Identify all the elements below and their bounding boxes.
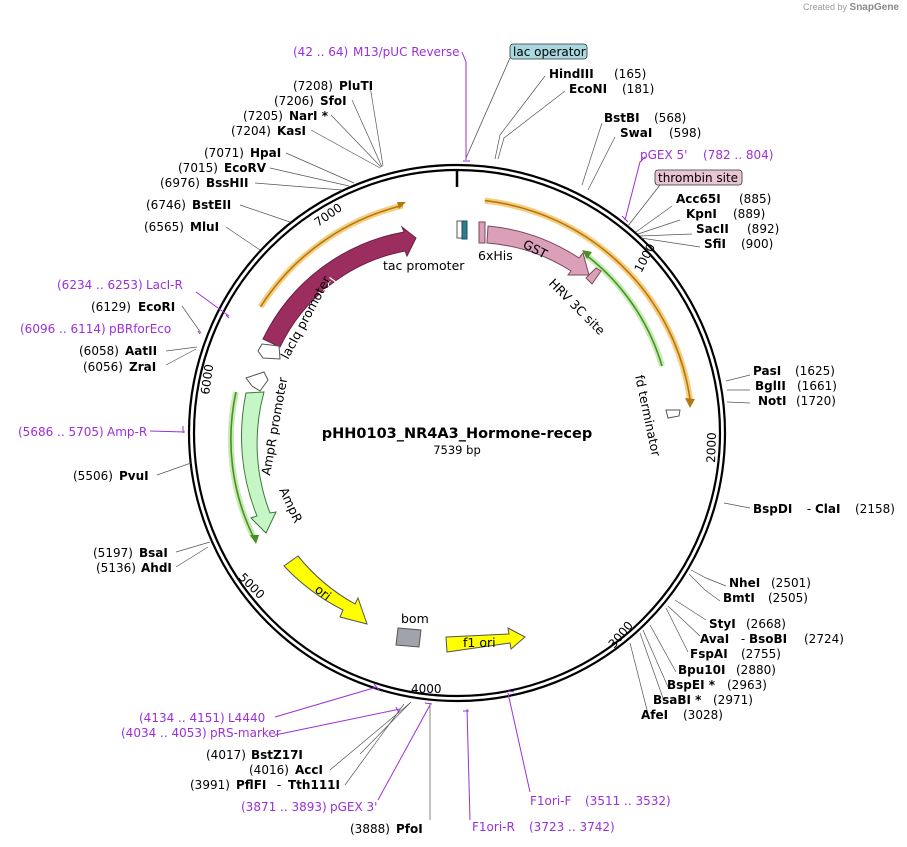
primer-leaders <box>149 51 646 821</box>
site-sfii[interactable]: SfiI(900) <box>704 237 773 251</box>
feature-fd-terminator[interactable] <box>665 409 681 419</box>
feature-f1-ori[interactable] <box>445 627 526 653</box>
tick-4000: 4000 <box>411 682 442 696</box>
site-bstz17i[interactable]: (4017)BstZ17I <box>206 748 303 762</box>
site-ecori[interactable]: (6129)EcoRI <box>91 300 175 314</box>
snapgene-credit: Created by SnapGene <box>803 2 899 13</box>
site-avai-bsobi[interactable]: AvaI - BsoBI(2724) <box>700 632 844 646</box>
feature-laciq-promoter[interactable] <box>257 343 281 360</box>
site-zrai[interactable]: (6056)ZraI <box>83 360 156 374</box>
tick-6000: 6000 <box>198 363 216 395</box>
site-labels: HindIII(165) EcoNI(181) BstBI(568) SwaI(… <box>73 67 895 836</box>
primer-pgex-5[interactable]: pGEX 5'(782 .. 804) <box>640 148 773 162</box>
feature-lac-operator-mark[interactable] <box>461 220 468 240</box>
orf-arrow-green-left <box>250 535 259 544</box>
site-hindiii[interactable]: HindIII(165) <box>549 67 646 81</box>
site-bspei[interactable]: BspEI *(2963) <box>667 678 767 692</box>
site-pfoi[interactable]: (3888)PfoI <box>350 822 423 836</box>
tick-2000: 2000 <box>704 432 719 463</box>
site-fspai[interactable]: FspAI(2755) <box>690 647 781 661</box>
site-aatii[interactable]: (6058)AatII <box>79 344 157 358</box>
label-hrv-3c-site: HRV 3C site <box>546 276 609 339</box>
site-bmti[interactable]: BmtI(2505) <box>723 591 808 605</box>
orf-arc-laci-line <box>259 204 403 308</box>
primer-l4440[interactable]: (4134 .. 4151)L4440 <box>139 711 265 725</box>
orf-arrow-green-right <box>582 250 592 259</box>
site-nari[interactable]: (7205)NarI * <box>243 109 329 123</box>
label-fd-terminator: fd terminator <box>632 374 664 459</box>
label-ampr: AmpR <box>276 485 306 525</box>
site-acc65i[interactable]: Acc65I(885) <box>676 192 771 206</box>
site-afei[interactable]: AfeI(3028) <box>641 708 723 722</box>
primer-pbrforeco[interactable]: (6096 .. 6114)pBRforEco <box>20 322 171 336</box>
primer-f1ori-r[interactable]: F1ori-R(3723 .. 3742) <box>472 820 615 834</box>
plasmid-length: 7539 bp <box>433 443 481 457</box>
site-hpai[interactable]: (7071)HpaI <box>204 146 281 160</box>
feature-gst[interactable] <box>486 225 590 276</box>
orf-arc-green-right-line <box>585 254 663 367</box>
site-pvui[interactable]: (5506)PvuI <box>73 469 149 483</box>
orf-arc-gst-line <box>484 199 691 400</box>
site-leaders <box>156 75 751 820</box>
site-kasi[interactable]: (7204)KasI <box>231 124 306 138</box>
site-bsshii[interactable]: (6976)BssHII <box>160 176 248 190</box>
plasmid-title: pHH0103_NR4A3_Hormone-recep <box>322 426 593 442</box>
feature-ori[interactable] <box>283 555 368 625</box>
feature-ampr[interactable] <box>241 391 277 534</box>
site-bsabi[interactable]: BsaBI *(2971) <box>653 693 753 707</box>
label-ampr-promoter: AmpR promoter <box>258 375 290 476</box>
site-ecorv[interactable]: (7015)EcoRV <box>178 161 267 175</box>
site-noti[interactable]: NotI(1720) <box>758 394 836 408</box>
primer-laci-r[interactable]: (6234 .. 6253)LacI-R <box>57 278 183 292</box>
credit-prefix: Created by <box>802 2 848 12</box>
primer-labels: (42 .. 64)M13/pUC Reverse pGEX 5'(782 ..… <box>18 45 773 834</box>
label-tac-promoter: tac promoter <box>383 258 465 273</box>
site-swai[interactable]: SwaI(598) <box>620 126 701 140</box>
primer-f1ori-f[interactable]: F1ori-F(3511 .. 3532) <box>530 794 671 808</box>
site-sacii[interactable]: SacII(892) <box>696 222 779 236</box>
primer-amp-r[interactable]: (5686 .. 5705)Amp-R <box>18 425 147 439</box>
site-ahdi[interactable]: (5136)AhdI <box>96 561 172 575</box>
site-bsteii[interactable]: (6746)BstEII <box>146 198 231 212</box>
orf-arrow-gst <box>685 398 695 408</box>
site-bglii[interactable]: BglII(1661) <box>755 379 837 393</box>
primer-pgex-3[interactable]: (3871 .. 3893)pGEX 3' <box>241 800 377 814</box>
box-thrombin-site[interactable] <box>654 169 743 186</box>
primer-m13-puc-reverse[interactable]: (42 .. 64)M13/pUC Reverse <box>293 45 460 59</box>
feature-hrv-3c-site[interactable] <box>585 267 602 285</box>
site-bsai[interactable]: (5197)BsaI <box>93 546 168 560</box>
label-thrombin-site: thrombin site <box>658 171 738 185</box>
site-bpu10i[interactable]: Bpu10I(2880) <box>678 663 776 677</box>
orf-arrow-laci <box>397 202 406 209</box>
label-6xhis: 6xHis <box>478 248 513 263</box>
credit-brand: SnapGene <box>849 2 899 13</box>
label-f1-ori: f1 ori <box>463 635 496 650</box>
site-pflfi-tth111i[interactable]: (3991)PflFI - Tth111I <box>190 778 340 792</box>
label-bom: bom <box>401 611 429 626</box>
site-acci[interactable]: (4016)AccI <box>249 763 323 777</box>
site-pluti[interactable]: (7208)PluTI <box>293 79 373 93</box>
feature-bom[interactable] <box>395 627 422 648</box>
backbone-outer <box>187 163 727 703</box>
site-nhei[interactable]: NheI(2501) <box>729 576 811 590</box>
feature-ampr-promoter[interactable] <box>245 371 269 392</box>
site-bspdi-clai[interactable]: BspDI - ClaI(2158) <box>753 502 895 516</box>
leader-thrombin-site <box>627 184 661 227</box>
box-lac-operator[interactable] <box>509 43 588 60</box>
site-mlui[interactable]: (6565)MluI <box>144 220 219 234</box>
orf-arc-green-left-line <box>230 391 255 539</box>
site-sfoi[interactable]: (7206)SfoI <box>274 94 347 108</box>
leader-lac-operator <box>465 57 511 159</box>
site-styi[interactable]: StyI(2668) <box>709 617 786 631</box>
site-econi[interactable]: EcoNI(181) <box>569 82 654 96</box>
primer-prs-marker[interactable]: (4034 .. 4053)pRS-marker <box>121 726 281 740</box>
site-pasi[interactable]: PasI(1625) <box>753 364 835 378</box>
site-bstbi[interactable]: BstBI(568) <box>604 111 686 125</box>
feature-6xhis[interactable] <box>478 221 486 244</box>
label-lac-operator: lac operator <box>513 45 586 59</box>
site-kpni[interactable]: KpnI(889) <box>686 207 765 221</box>
backbone-inner <box>192 168 722 698</box>
feature-laci[interactable] <box>262 225 417 348</box>
